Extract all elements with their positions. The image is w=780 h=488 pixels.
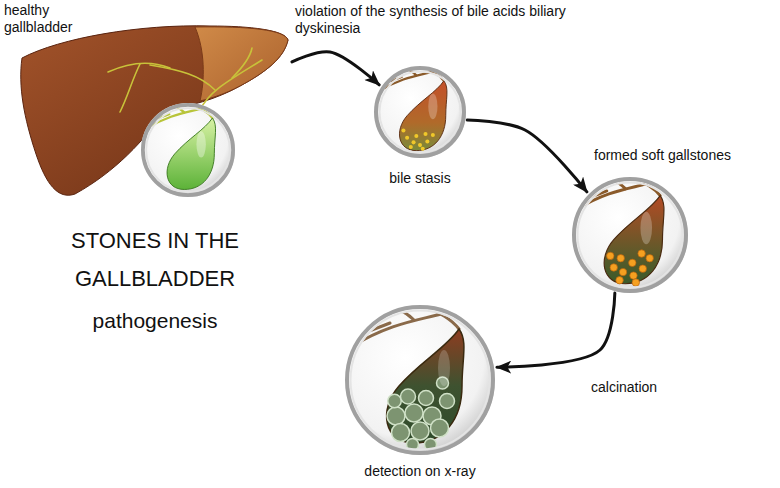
stone bbox=[392, 424, 410, 442]
sludge-dots bbox=[401, 128, 434, 150]
sphere bbox=[141, 103, 235, 197]
stone bbox=[401, 389, 416, 404]
dot bbox=[423, 132, 427, 136]
dot bbox=[401, 128, 405, 132]
dot bbox=[431, 133, 435, 137]
stone bbox=[617, 254, 624, 261]
node-label: healthy gallbladder bbox=[4, 2, 96, 36]
arrow-connector bbox=[497, 293, 615, 367]
stone bbox=[405, 404, 423, 422]
circle-outline bbox=[572, 177, 688, 293]
gallbladder bbox=[387, 329, 464, 443]
liver-vessels bbox=[108, 48, 262, 112]
highlight bbox=[640, 212, 652, 244]
stone bbox=[639, 265, 646, 272]
liver-right-lobe bbox=[195, 27, 288, 101]
circle-ring-inner bbox=[146, 108, 230, 192]
soft-stones bbox=[607, 250, 654, 286]
vessel bbox=[120, 64, 140, 112]
circle-ring-inner bbox=[351, 311, 490, 450]
calcified-stones-picture bbox=[345, 302, 495, 455]
circle-ring-inner bbox=[380, 72, 461, 153]
stone bbox=[646, 254, 653, 261]
stone bbox=[387, 407, 405, 425]
arrow-connector bbox=[467, 120, 587, 192]
stone bbox=[630, 272, 637, 279]
node-label: formed soft gallstones bbox=[594, 147, 731, 164]
arrow-connector bbox=[292, 52, 379, 85]
highlight bbox=[196, 131, 205, 157]
dot bbox=[414, 134, 418, 138]
stone bbox=[616, 277, 623, 284]
title-text: STONES IN THE GALLBLADDER bbox=[20, 222, 290, 298]
gallbladder bbox=[604, 196, 664, 284]
vessel bbox=[232, 48, 252, 78]
stone bbox=[629, 259, 636, 266]
circle-ring bbox=[347, 307, 493, 453]
liver-panel: healthy gallbladder bbox=[0, 0, 290, 200]
circle-ring bbox=[143, 105, 233, 195]
edge-label: violation of the synthesis of bile acids… bbox=[292, 2, 583, 38]
gallbladder bbox=[167, 118, 215, 189]
stone bbox=[607, 252, 614, 259]
stone bbox=[440, 394, 455, 409]
sphere bbox=[572, 177, 688, 293]
subtitle-label: pathogenesis bbox=[20, 308, 290, 334]
stone bbox=[411, 422, 429, 440]
dot bbox=[405, 136, 409, 140]
circle-outline bbox=[374, 66, 466, 158]
sphere bbox=[374, 66, 466, 158]
circle-ring bbox=[376, 68, 464, 156]
highlight bbox=[428, 94, 437, 120]
soft-gallstones-picture bbox=[572, 175, 688, 293]
dot bbox=[418, 143, 422, 147]
stone bbox=[638, 250, 645, 257]
bile-stasis-picture bbox=[374, 64, 466, 158]
vessel bbox=[150, 65, 215, 90]
stone bbox=[619, 268, 626, 275]
gallbladder bbox=[399, 81, 446, 151]
stage-circle: bile stasis bbox=[374, 66, 466, 158]
edge-label: calcination bbox=[588, 378, 660, 397]
sphere bbox=[345, 305, 495, 455]
stage-circle: formed soft gallstones bbox=[572, 177, 688, 293]
circle-outline bbox=[345, 305, 495, 455]
calcified-stones bbox=[387, 377, 455, 451]
dot bbox=[425, 139, 429, 143]
stage-circle: detection on x-ray bbox=[345, 305, 495, 455]
circle-ring bbox=[574, 179, 686, 291]
stone bbox=[632, 279, 639, 286]
dot bbox=[412, 140, 416, 144]
healthy-gallbladder-circle bbox=[141, 101, 235, 197]
stone bbox=[388, 394, 402, 408]
stone bbox=[431, 419, 449, 437]
node-label: detection on x-ray bbox=[364, 463, 475, 480]
dot bbox=[421, 147, 425, 151]
stone bbox=[419, 391, 434, 406]
dot bbox=[409, 145, 413, 149]
circle-ring-inner bbox=[578, 183, 683, 288]
highlight bbox=[438, 350, 450, 386]
stone bbox=[610, 264, 617, 271]
node-label: bile stasis bbox=[389, 170, 450, 187]
